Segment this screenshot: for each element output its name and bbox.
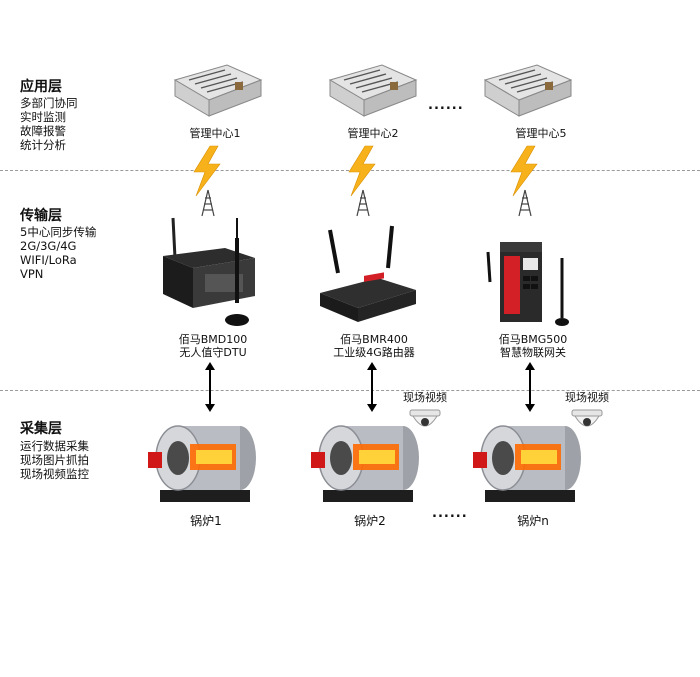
layer-item: 现场视频监控	[20, 467, 89, 481]
device-desc: 智慧物联网关	[500, 346, 566, 359]
layer-item: 2G/3G/4G	[20, 239, 77, 253]
double-arrow-icon	[367, 362, 377, 412]
camera-label: 现场视频	[565, 391, 609, 404]
boiler-icon	[473, 425, 581, 502]
layer-item: 5中心同步传输	[20, 225, 97, 239]
boiler-icon	[311, 425, 419, 502]
application-layer-items: 多部门协同 实时监测 故障报警 统计分析	[20, 96, 78, 152]
camera-label: 现场视频	[403, 391, 447, 404]
layer-title-application: 应用层	[20, 79, 62, 95]
layer-item: 故障报警	[20, 124, 66, 138]
transport-layer-items: 5中心同步传输 2G/3G/4G WIFI/LoRa VPN	[20, 225, 96, 281]
device-label: 佰马BMD100 无人值守DTU	[168, 333, 258, 359]
layer-item: 统计分析	[20, 138, 66, 152]
boiler-label: 锅炉1	[190, 514, 222, 528]
layer-item: 多部门协同	[20, 96, 78, 110]
device-label: 佰马BMR400 工业级4G路由器	[326, 333, 422, 359]
layer-item: 运行数据采集	[20, 439, 89, 453]
collection-layer-items: 运行数据采集 现场图片抓拍 现场视频监控	[20, 439, 89, 481]
device-label: 佰马BMG500 智慧物联网关	[488, 333, 578, 359]
center-ellipsis: ......	[428, 98, 464, 113]
layer-title-transport: 传输层	[20, 208, 62, 224]
layer-item: 现场图片抓拍	[20, 453, 89, 467]
boiler-ellipsis: ......	[432, 506, 468, 521]
double-arrow-icon	[205, 362, 215, 412]
center-label: 管理中心5	[515, 127, 567, 140]
dtu-device-icon	[163, 217, 255, 326]
device-desc: 工业级4G路由器	[333, 346, 415, 359]
server-room-icon	[173, 64, 263, 117]
lightning-icon	[348, 145, 376, 217]
boiler-label: 锅炉2	[354, 514, 386, 528]
boiler-label: 锅炉n	[517, 514, 549, 528]
server-room-icon	[483, 64, 573, 117]
gateway-device-icon	[486, 242, 569, 326]
device-model: 佰马BMR400	[340, 333, 408, 346]
lightning-icon	[510, 145, 538, 217]
server-room-icon	[328, 64, 418, 117]
router-device-icon	[320, 225, 416, 322]
lightning-icon	[193, 145, 221, 217]
boiler-icon	[148, 425, 256, 502]
layer-item: WIFI/LoRa	[20, 253, 77, 267]
device-desc: 无人值守DTU	[179, 346, 247, 359]
camera-icon	[409, 409, 441, 427]
layer-separator	[0, 390, 700, 391]
center-label: 管理中心1	[189, 127, 241, 140]
device-model: 佰马BMD100	[178, 333, 248, 346]
layer-item: VPN	[20, 267, 44, 281]
center-label: 管理中心2	[347, 127, 399, 140]
layer-title-collection: 采集层	[20, 421, 62, 437]
double-arrow-icon	[525, 362, 535, 412]
camera-icon	[571, 409, 603, 427]
device-model: 佰马BMG500	[498, 333, 568, 346]
layer-item: 实时监测	[20, 110, 66, 124]
